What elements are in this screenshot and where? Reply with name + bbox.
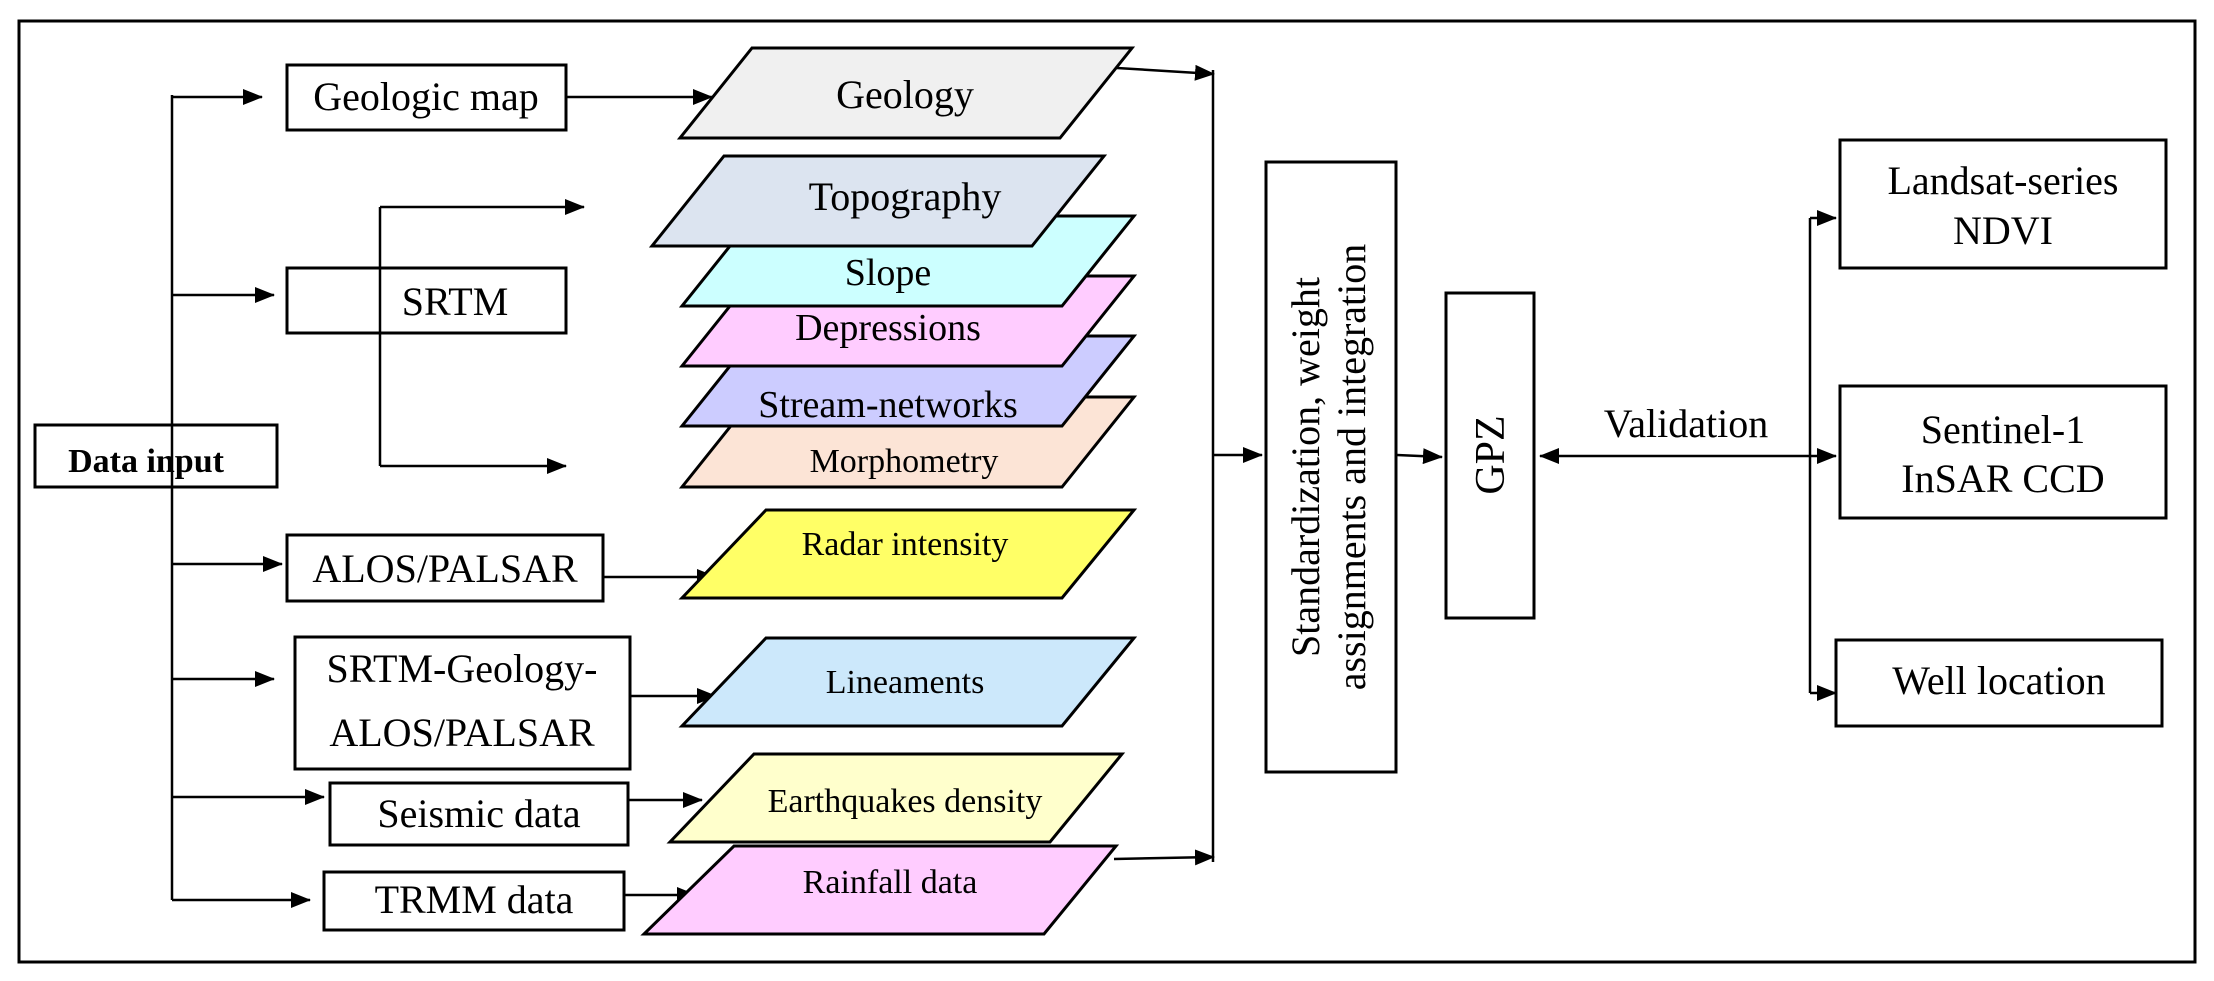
layer-to-bracket-top bbox=[1116, 64, 1215, 81]
srtm-label: SRTM bbox=[402, 279, 509, 324]
landsat-label-1: Landsat-series bbox=[1887, 158, 2118, 203]
trmm-data-box bbox=[322, 870, 626, 932]
layer-lineaments bbox=[678, 636, 1138, 728]
srtm-box bbox=[285, 266, 568, 335]
validation-label: Validation bbox=[1604, 401, 1768, 446]
layer-geology bbox=[676, 46, 1136, 140]
process-label-2: assignments and integration bbox=[1329, 244, 1374, 691]
layer-slope-label: Slope bbox=[845, 252, 932, 294]
srtm-geology-alos-box bbox=[293, 635, 632, 771]
layer-depressions-label: Depressions bbox=[795, 307, 981, 349]
trmm-data-label: TRMM data bbox=[375, 877, 574, 922]
well-location-label: Well location bbox=[1892, 658, 2105, 703]
srtm-geology-alos-label-2: ALOS/PALSAR bbox=[329, 710, 595, 755]
alos-palsar-label: ALOS/PALSAR bbox=[312, 546, 578, 591]
geologic-map-box bbox=[285, 63, 568, 132]
layer-radar-intensity-label: Radar intensity bbox=[802, 526, 1009, 563]
seismic-data-label: Seismic data bbox=[377, 791, 581, 836]
data-input-box bbox=[33, 423, 279, 489]
sentinel-box bbox=[1838, 384, 2168, 520]
process-label-1: Standardization, weight bbox=[1283, 277, 1328, 657]
layer-stream-networks-label: Stream-networks bbox=[758, 384, 1018, 426]
layer-topography-label: Topography bbox=[809, 174, 1002, 219]
seismic-data-box bbox=[328, 781, 630, 847]
geologic-map-label: Geologic map bbox=[313, 74, 539, 119]
process-box bbox=[1264, 160, 1398, 774]
layer-rainfall-label: Rainfall data bbox=[803, 864, 978, 901]
layer-geology-label: Geology bbox=[836, 72, 974, 117]
layer-earthquakes-density bbox=[666, 752, 1126, 844]
layer-morphometry-label: Morphometry bbox=[810, 443, 999, 480]
well-location-box bbox=[1834, 638, 2164, 728]
data-input-label: Data input bbox=[68, 443, 225, 480]
landsat-label-2: NDVI bbox=[1953, 208, 2053, 253]
layer-earthquakes-density-label: Earthquakes density bbox=[768, 783, 1043, 820]
layer-to-bracket-bottom bbox=[1113, 849, 1215, 866]
srtm-geology-alos-label-1: SRTM-Geology- bbox=[327, 646, 598, 691]
layer-topography bbox=[648, 154, 1108, 248]
gpz-box bbox=[1444, 291, 1536, 620]
sentinel-label-1: Sentinel-1 bbox=[1921, 407, 2085, 452]
outer-frame bbox=[17, 19, 2197, 964]
layer-radar-intensity bbox=[678, 508, 1138, 600]
alos-palsar-box bbox=[285, 533, 605, 603]
layer-rainfall bbox=[640, 844, 1120, 936]
layer-lineaments-label: Lineaments bbox=[826, 664, 985, 701]
arrow-process-to-gpz bbox=[1395, 448, 1443, 465]
landsat-box bbox=[1838, 138, 2168, 270]
gpz-label: GPZ bbox=[1468, 415, 1514, 494]
sentinel-label-2: InSAR CCD bbox=[1901, 456, 2104, 501]
